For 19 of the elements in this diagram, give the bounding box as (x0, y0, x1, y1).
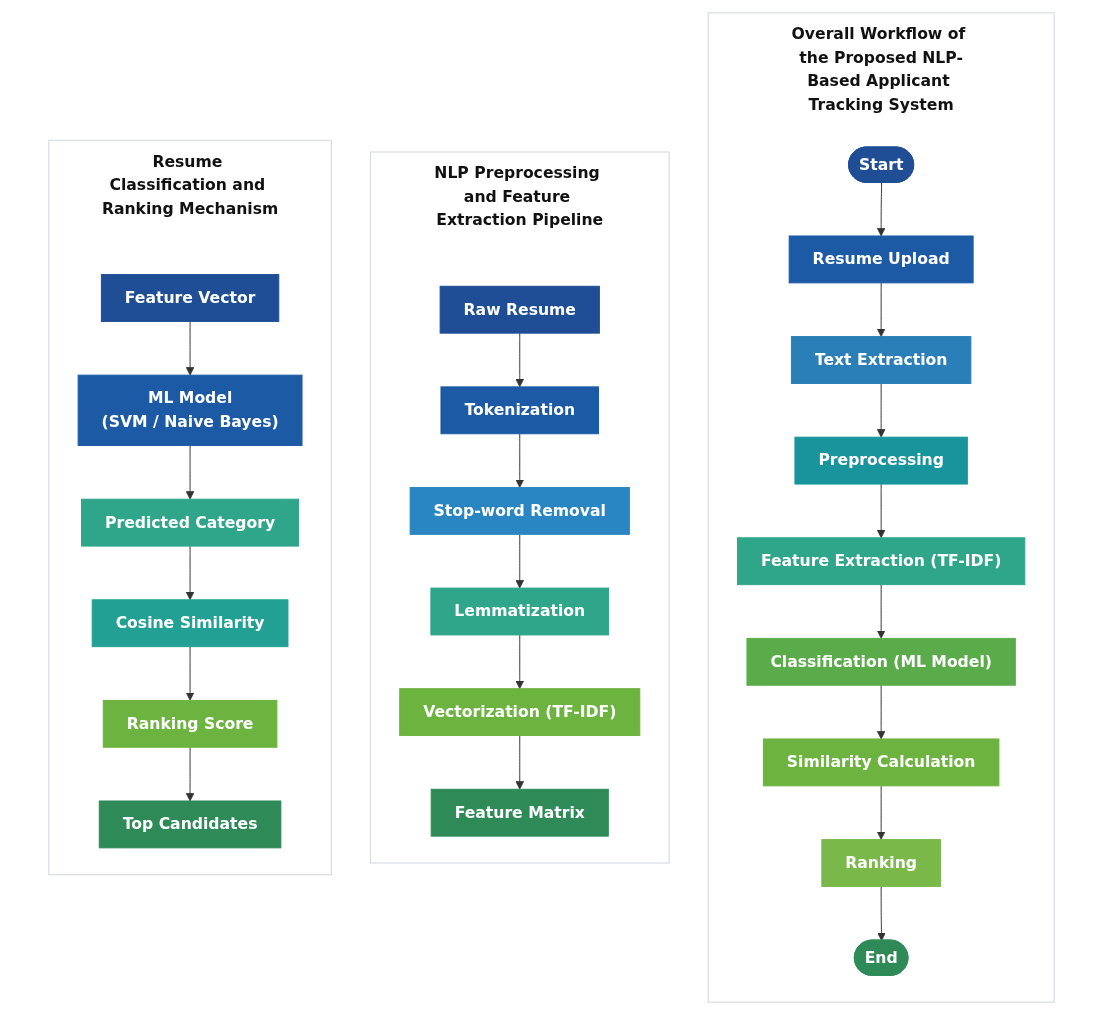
node-box: Raw Resume (439, 285, 600, 334)
node-box: Feature Extraction (TF-IDF) (736, 537, 1025, 586)
node-box: Predicted Category (80, 498, 299, 547)
node-box: Cosine Similarity (91, 599, 288, 648)
node-box: Similarity Calculation (762, 738, 999, 787)
node-box: Lemmatization (429, 587, 609, 636)
node-box: Classification (ML Model) (746, 637, 1016, 686)
node-box: ML Model (SVM / Naive Bayes) (77, 374, 303, 446)
node-box: Ranking Score (102, 699, 277, 748)
node-box: Stop-word Removal (409, 487, 630, 535)
node-box: Top Candidates (98, 800, 281, 849)
node-box: Ranking (820, 839, 941, 887)
node-box: Preprocessing (794, 436, 968, 485)
node-box: Vectorization (TF-IDF) (398, 688, 640, 737)
node-box: Feature Vector (100, 274, 279, 322)
node-box: Text Extraction (790, 336, 971, 384)
node-box: Feature Matrix (430, 788, 609, 837)
node-box: Tokenization (440, 386, 599, 435)
node-box: Resume Upload (788, 235, 974, 284)
